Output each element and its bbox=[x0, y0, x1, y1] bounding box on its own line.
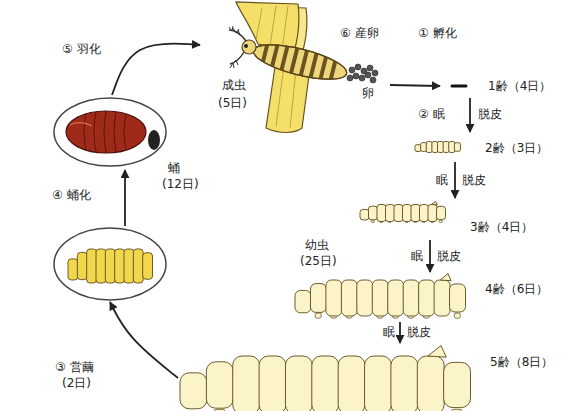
stage-label: ③ 営繭 bbox=[55, 360, 94, 374]
stage-label: 成虫 bbox=[222, 78, 246, 92]
molt-label: 脱皮 bbox=[407, 325, 431, 339]
larva-stage: 1齢（4日） bbox=[440, 76, 565, 98]
stage-arrow bbox=[469, 98, 471, 132]
stage-label: (5日) bbox=[218, 96, 247, 110]
larva-figure bbox=[360, 201, 446, 222]
step-label: ① 孵化 bbox=[418, 26, 457, 40]
step-label: ⑤ 羽化 bbox=[62, 42, 101, 56]
stage-arrow bbox=[429, 240, 431, 272]
stage-arrow bbox=[454, 162, 456, 198]
stage-label: 1齢（4日） bbox=[488, 79, 551, 93]
step-label: ④ 蛹化 bbox=[52, 188, 91, 202]
stage-arrow bbox=[112, 43, 200, 95]
larva-figure bbox=[180, 346, 471, 411]
sleep-label: 眠 bbox=[436, 173, 448, 187]
egg-mass bbox=[347, 64, 378, 83]
stage-label: (12日) bbox=[162, 177, 199, 191]
larva-stage: 3齢（4日） bbox=[355, 198, 545, 240]
step-label: ⑥ 産卵 bbox=[340, 26, 379, 40]
stage-label: 4齢（6日） bbox=[485, 282, 548, 296]
step-label: ② 眠 bbox=[418, 107, 445, 121]
moth-figure bbox=[229, 2, 350, 133]
stage-arrow bbox=[110, 302, 178, 378]
duration-label: (25日) bbox=[300, 254, 337, 268]
molt-label: 脱皮 bbox=[437, 249, 461, 263]
stage-label: 3齢（4日） bbox=[470, 220, 533, 234]
adult-moth-stage: 成虫 (5日) bbox=[200, 0, 345, 135]
stage-arrow bbox=[399, 322, 401, 343]
larva-stage: 2齢（3日） bbox=[410, 132, 552, 162]
cocoon-spinning-stage: ③ 営繭(2日) bbox=[50, 226, 170, 302]
stage-group-label: 幼虫 bbox=[305, 238, 329, 252]
larva-stage: 4齢（6日） bbox=[290, 272, 552, 322]
stage-label: 蛹 bbox=[168, 161, 180, 175]
pupa-figure bbox=[66, 111, 160, 153]
larva-figure bbox=[452, 85, 466, 88]
molt-label: 脱皮 bbox=[462, 173, 486, 187]
sleep-label: 眠 bbox=[411, 249, 423, 263]
larva-figure bbox=[295, 274, 466, 319]
cocoon-outline bbox=[54, 228, 166, 300]
stage-arrow bbox=[124, 170, 126, 226]
stage-label: 卵 bbox=[362, 86, 374, 100]
larva-stage: 5齢（8日） bbox=[178, 343, 562, 411]
larva-figure bbox=[415, 142, 461, 153]
stage-arrow bbox=[390, 85, 440, 86]
larva-figure bbox=[68, 249, 153, 283]
sleep-label: 眠 bbox=[383, 325, 395, 339]
stage-label: (2日) bbox=[62, 376, 91, 390]
stage-label: 2齢（3日） bbox=[485, 141, 548, 155]
cocoon-outline bbox=[54, 98, 166, 166]
stage-label: 5齢（8日） bbox=[490, 355, 553, 369]
pupa-stage: 蛹(12日) bbox=[50, 95, 182, 170]
egg-stage: 卵 bbox=[340, 60, 390, 104]
molt-label: 脱皮 bbox=[478, 107, 502, 121]
